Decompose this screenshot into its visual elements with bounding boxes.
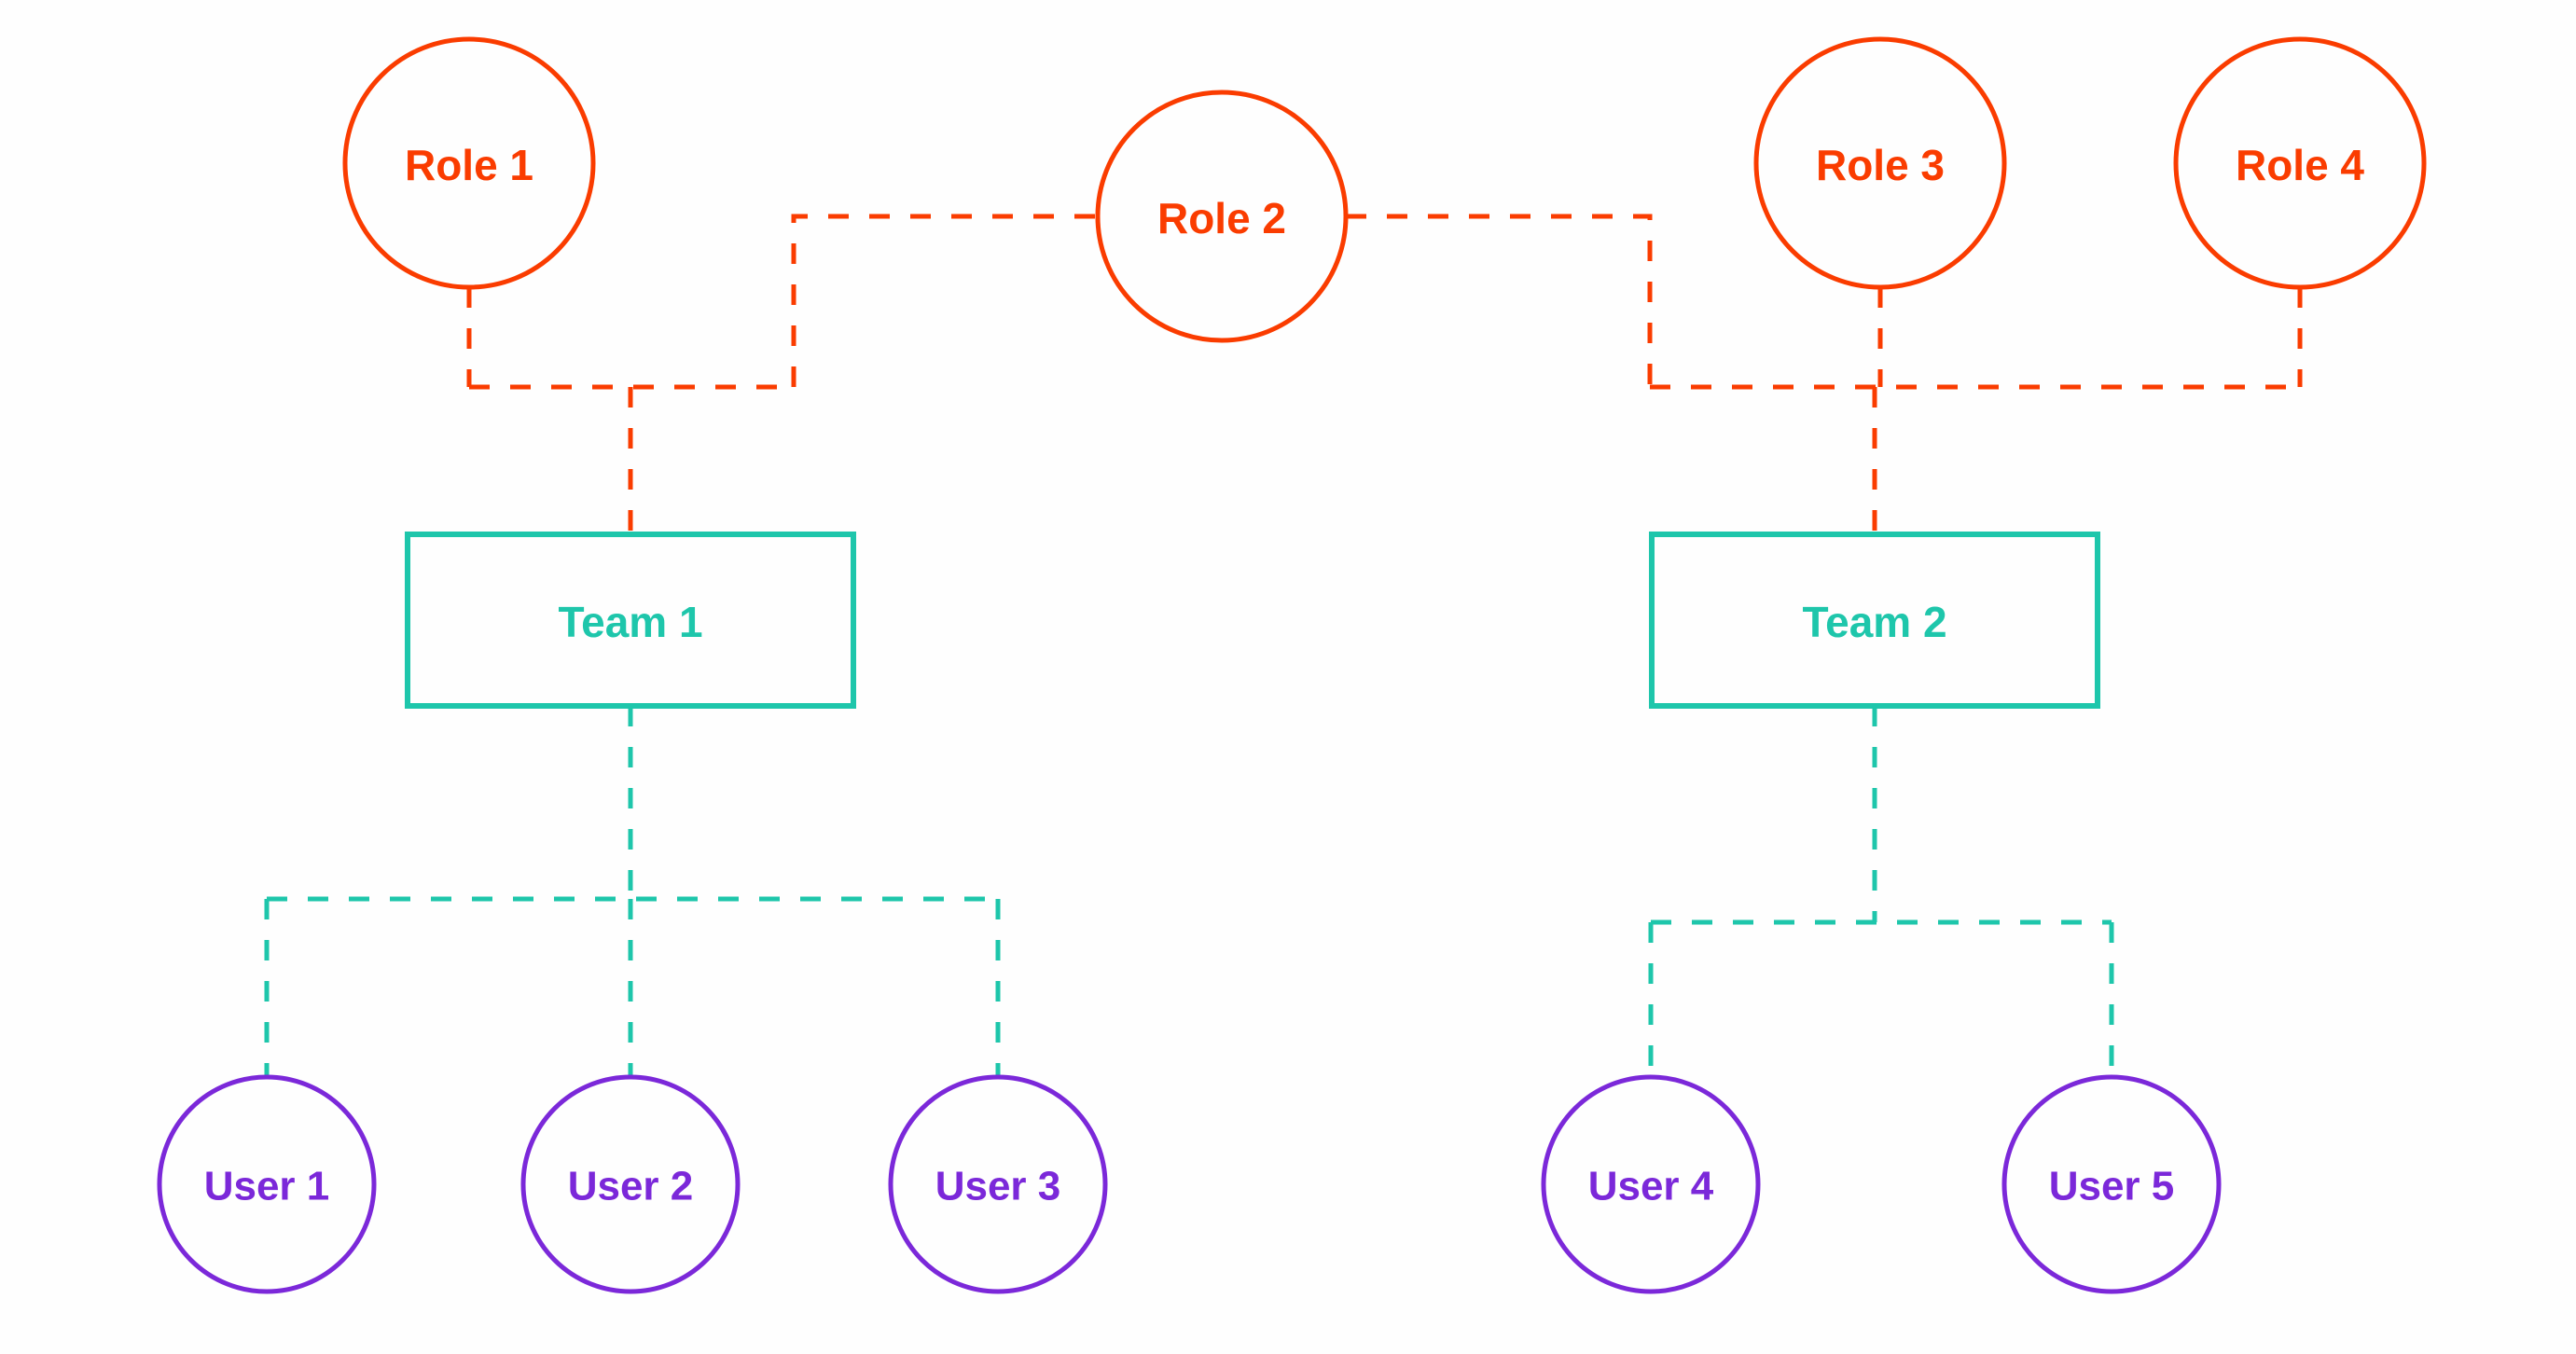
role-4-label: Role 4 — [2236, 141, 2364, 189]
team-1-box[interactable] — [405, 532, 856, 709]
user-4-circle[interactable] — [1541, 1074, 1761, 1294]
user-2-label: User 2 — [568, 1164, 694, 1209]
user-5-label: User 5 — [2049, 1164, 2175, 1209]
team-1-label: Team 1 — [558, 598, 702, 646]
node-role-1[interactable]: Role 1 — [342, 36, 596, 290]
connector-role2-right-stub — [1346, 214, 1653, 387]
role-nodes: Role 1 Role 2 Role 3 Role 4 — [342, 36, 2427, 343]
node-role-4[interactable]: Role 4 — [2173, 36, 2427, 290]
user-3-label: User 3 — [935, 1164, 1061, 1209]
role-3-circle[interactable] — [1753, 36, 2007, 290]
user-3-circle[interactable] — [888, 1074, 1108, 1294]
team-2-label: Team 2 — [1802, 598, 1946, 646]
role-2-circle[interactable] — [1095, 90, 1349, 343]
role-1-circle[interactable] — [342, 36, 596, 290]
team-connectors — [264, 706, 2114, 1077]
node-team-2[interactable]: Team 2 — [1649, 532, 2100, 709]
node-role-3[interactable]: Role 3 — [1753, 36, 2007, 290]
role-2-label: Role 2 — [1157, 194, 1286, 242]
role-3-label: Role 3 — [1816, 141, 1945, 189]
user-1-circle[interactable] — [157, 1074, 377, 1294]
node-user-2[interactable]: User 2 — [520, 1074, 741, 1294]
user-2-circle[interactable] — [520, 1074, 741, 1294]
role-4-circle[interactable] — [2173, 36, 2427, 290]
role-connectors — [466, 214, 2303, 534]
user-5-circle[interactable] — [2001, 1074, 2222, 1294]
node-role-2[interactable]: Role 2 — [1095, 90, 1349, 343]
node-user-3[interactable]: User 3 — [888, 1074, 1108, 1294]
node-team-1[interactable]: Team 1 — [405, 532, 856, 709]
user-4-label: User 4 — [1588, 1164, 1714, 1209]
node-user-5[interactable]: User 5 — [2001, 1074, 2222, 1294]
node-user-1[interactable]: User 1 — [157, 1074, 377, 1294]
connector-role2-left-stub — [791, 214, 1098, 387]
team-2-box[interactable] — [1649, 532, 2100, 709]
user-nodes: User 1 User 2 User 3 User 4 User 5 — [157, 1074, 2222, 1294]
user-1-label: User 1 — [204, 1164, 330, 1209]
role-1-label: Role 1 — [405, 141, 533, 189]
team-nodes: Team 1 Team 2 — [405, 532, 2100, 709]
node-user-4[interactable]: User 4 — [1541, 1074, 1761, 1294]
